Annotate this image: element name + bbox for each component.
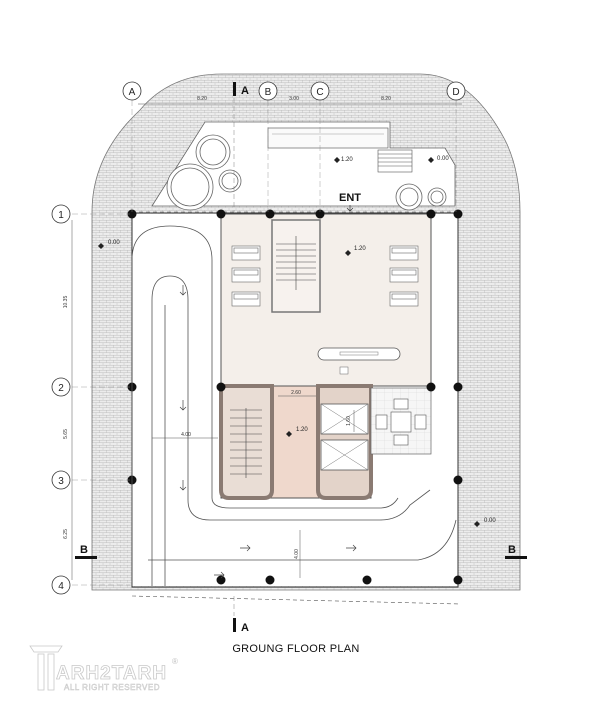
section-a-top: A: [241, 85, 249, 97]
section-markers: [75, 82, 527, 632]
grid-lines: [72, 100, 457, 586]
dim-top-ab: 8.20: [197, 96, 207, 102]
dim-core-width: 2.60: [291, 390, 301, 396]
dim-core-depth: 1.60: [346, 416, 352, 426]
dim-ramp-2: 4.00: [294, 549, 300, 559]
dim-side-12: 10.35: [63, 296, 69, 309]
level-stair-landing: 0.00: [437, 156, 449, 162]
level-parking-left: 0.00: [108, 240, 120, 246]
roof-outline: [131, 211, 461, 605]
ramp-arrows: [179, 285, 357, 579]
level-parking-right: 0.00: [484, 518, 496, 524]
grid-col-c: C: [316, 87, 323, 98]
lobby-stair: [271, 219, 321, 313]
tree-planters: [166, 134, 447, 211]
structural-columns: [127, 209, 463, 585]
drawing-title: GROUNG FLOOR PLAN: [232, 643, 359, 655]
entrance-label: ENT: [339, 192, 361, 204]
grid-col-b: B: [265, 87, 272, 98]
elevator-shafts: [316, 384, 373, 500]
dim-ramp-1: 4.00: [181, 432, 191, 438]
grid-row-3: 3: [58, 476, 64, 487]
garden-bench: [267, 127, 389, 149]
dim-side-34: 6.25: [63, 529, 69, 539]
patio-furniture: [375, 398, 427, 446]
level-garden: 1.20: [341, 157, 353, 163]
dim-top-bc: 3.00: [289, 96, 299, 102]
section-a-bottom: A: [241, 622, 249, 634]
level-markers: [98, 157, 480, 527]
level-lobby: 1.20: [354, 246, 366, 252]
grid-col-a: A: [129, 87, 136, 98]
grid-bubbles: [51, 81, 466, 595]
reception-desk: [317, 347, 401, 361]
watermark-registered: ®: [172, 657, 178, 666]
watermark-tagline: ALL RIGHT RESERVED: [64, 683, 160, 692]
grid-col-d: D: [452, 87, 459, 98]
grid-row-1: 1: [58, 210, 64, 221]
parking-ramp: [131, 225, 457, 586]
dim-side-23: 5.65: [63, 429, 69, 439]
grid-row-4: 4: [58, 581, 64, 592]
grid-row-2: 2: [58, 383, 64, 394]
lobby-sofas: [231, 245, 419, 307]
watermark-brand: ARH2TARH: [56, 663, 167, 684]
level-core: 1.20: [296, 427, 308, 433]
watermark-logo: ARH2TARH ® ALL RIGHT RESERVED: [29, 645, 178, 692]
garden-stair: [377, 149, 413, 173]
section-b-right: B: [508, 544, 516, 556]
dim-top-cd: 8.20: [381, 96, 391, 102]
reception-chair: [339, 366, 349, 375]
section-b-left: B: [80, 544, 88, 556]
